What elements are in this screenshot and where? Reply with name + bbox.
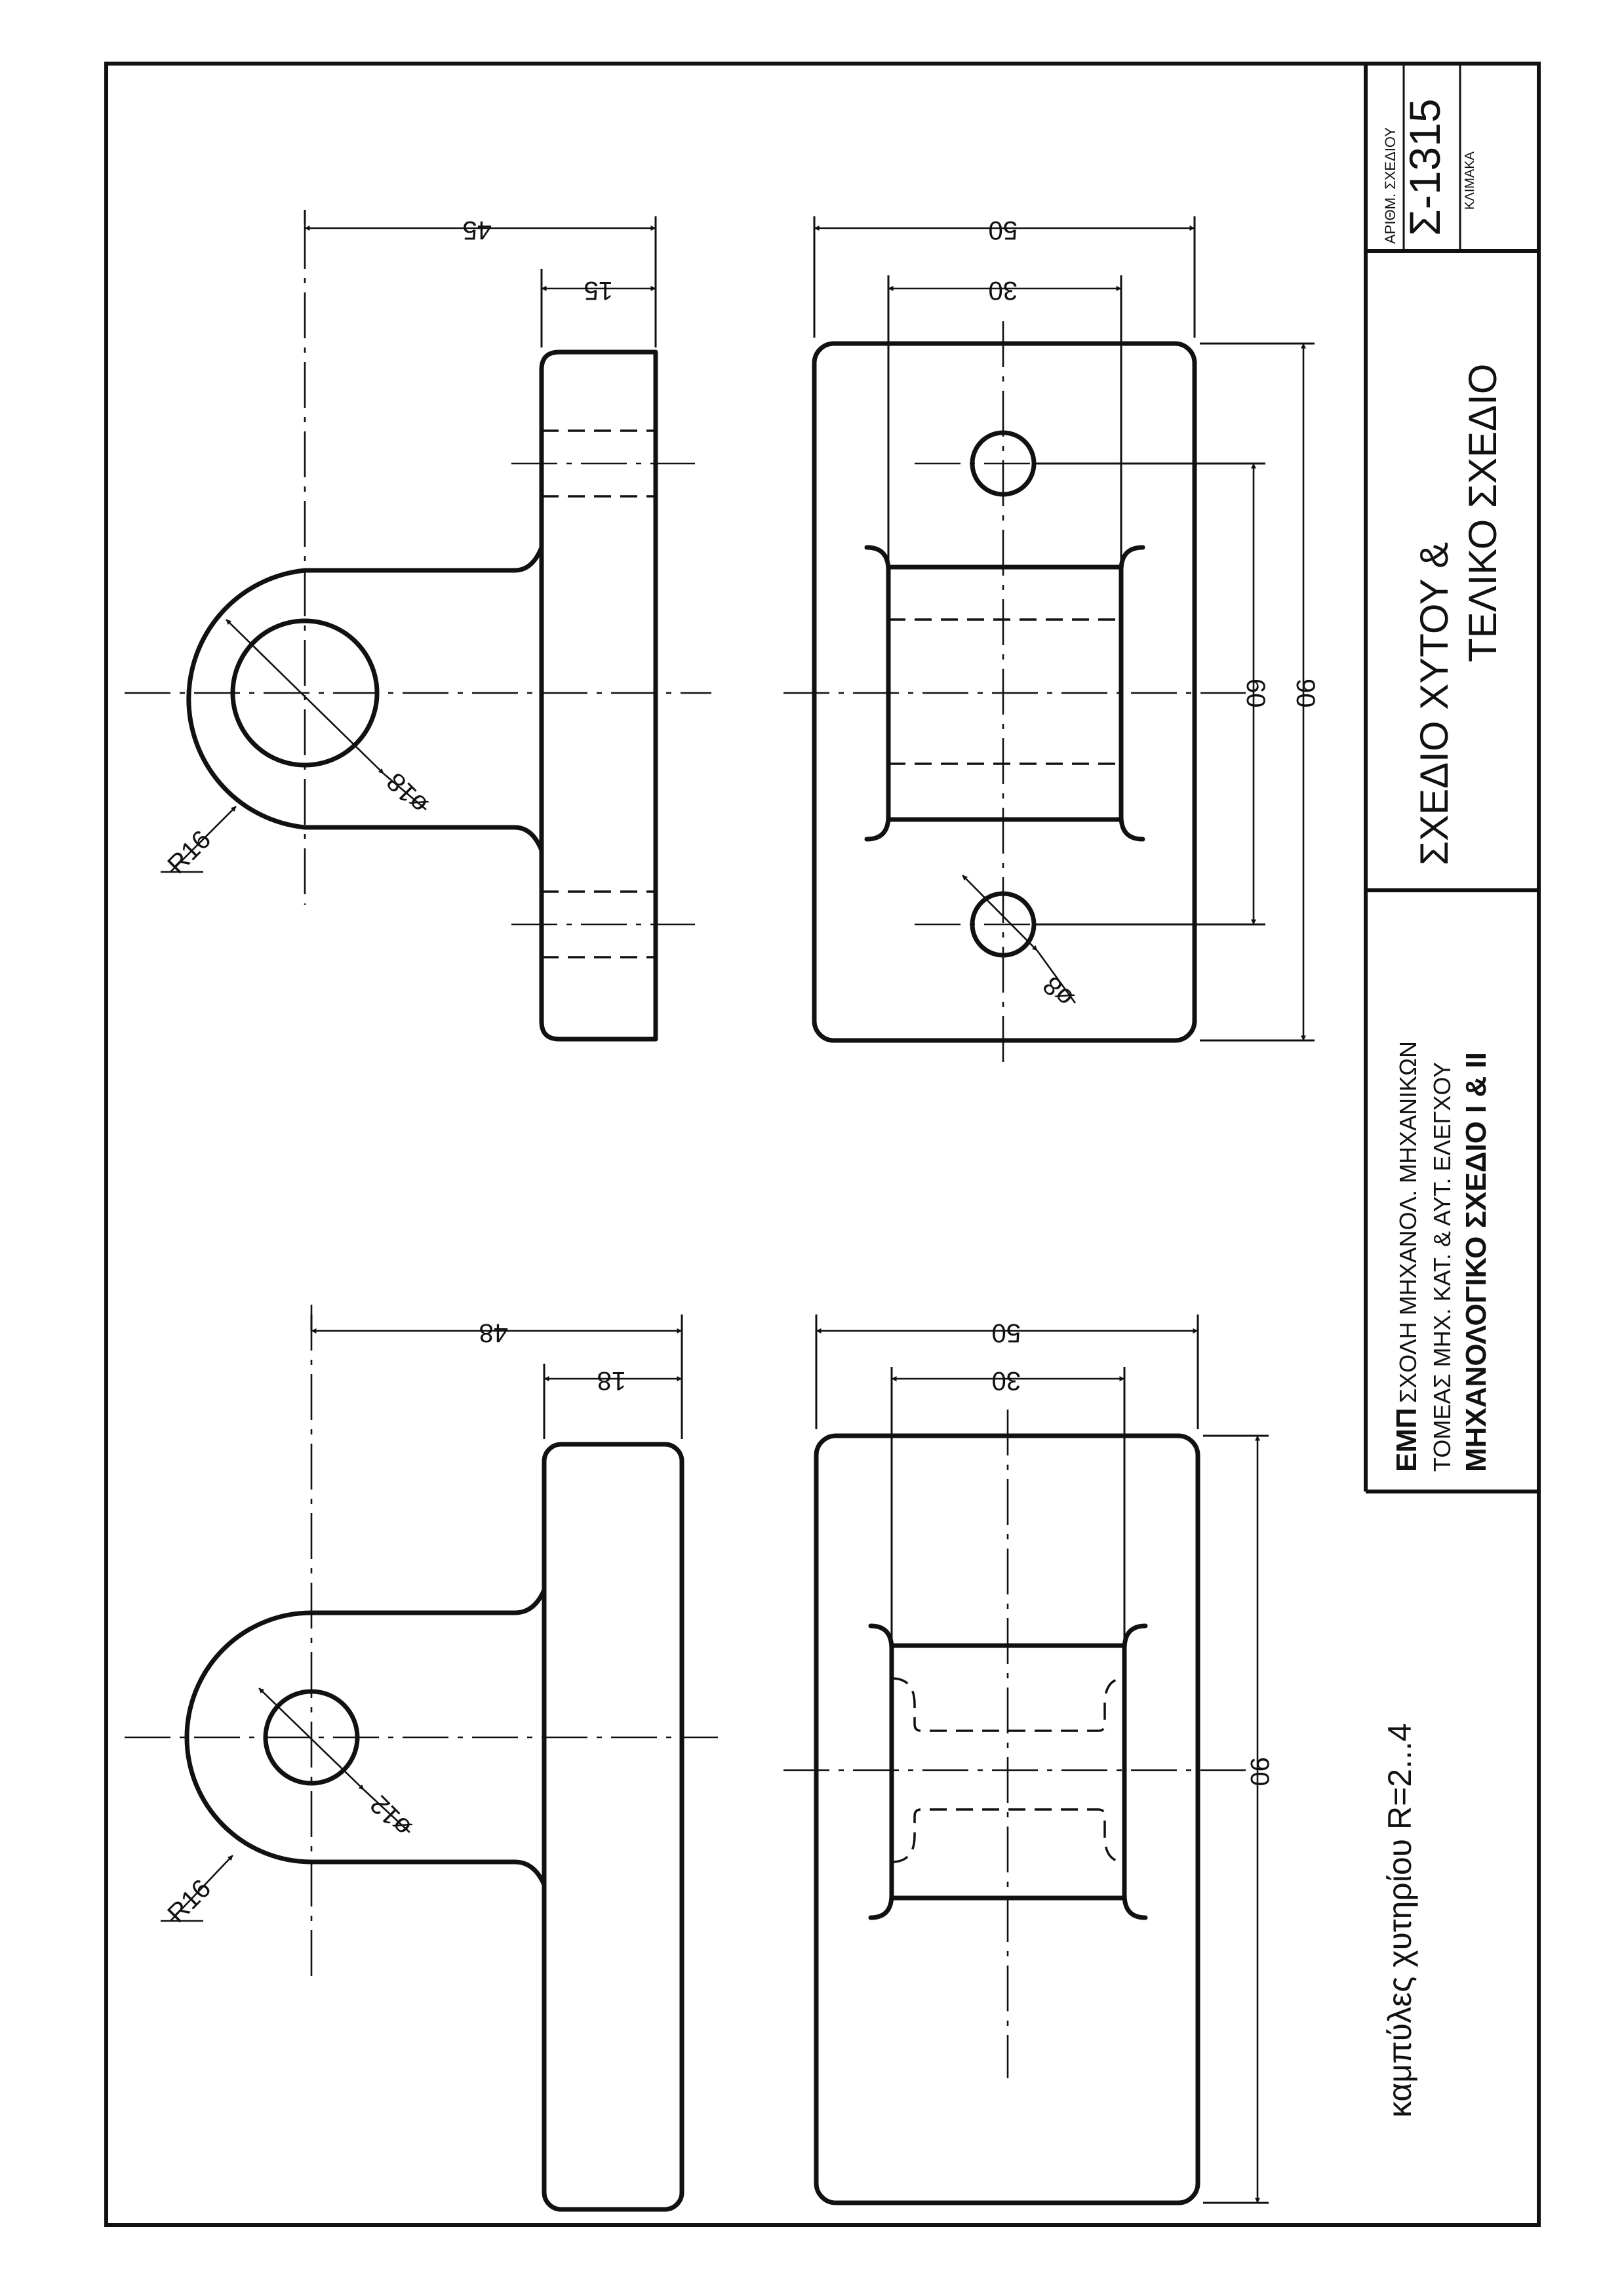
drawing-frame bbox=[104, 62, 1541, 2227]
course-name: ΜΗΧΑΝΟΛΟΓΙΚΟ ΣΧΕΔΙΟ Ι & ΙΙ bbox=[1460, 1052, 1492, 1472]
casting-fillet-note: καμπύλες χυτηρίου R=2...4 bbox=[1381, 1723, 1418, 2118]
title-block: ΑΡΙΘΜ. ΣΧΕΔΙΟΥ Σ-1315 ΚΛΙΜΑΚΑ ΣΧΕΔΙΟ ΧΥΤ… bbox=[1364, 64, 1539, 1493]
casting-dim-plate-thickness: 18 bbox=[597, 1366, 627, 1395]
title-line-2: ΤΕΛΙΚΟ ΣΧΕΔΙΟ bbox=[1461, 364, 1505, 662]
casting-side-view: 48 18 R16 ø12 bbox=[125, 1305, 718, 2212]
drawing-number: Σ-1315 bbox=[1400, 98, 1449, 236]
final-side-view: 45 15 R16 ø18 bbox=[125, 210, 711, 1042]
institution-abbr: ΕΜΠ bbox=[1391, 1408, 1423, 1472]
casting-dim-total-width: 48 bbox=[479, 1318, 509, 1347]
scale-label: ΚΛΙΜΑΚΑ bbox=[1463, 151, 1477, 210]
drawing-number-label: ΑΡΙΘΜ. ΣΧΕΔΙΟΥ bbox=[1382, 127, 1398, 244]
final-dim-bore: ø18 bbox=[382, 767, 434, 820]
school-name: ΣΧΟΛΗ ΜΗΧΑΝΟΛ. ΜΗΧΑΝΙΚΩΝ bbox=[1395, 1041, 1421, 1403]
casting-dim-web: 30 bbox=[992, 1366, 1021, 1395]
final-side-outline bbox=[539, 349, 658, 1042]
casting-front-view: 50 30 90 bbox=[783, 1314, 1274, 2205]
title-line-1: ΣΧΕΔΙΟ ΧΥΤΟΥ & bbox=[1412, 542, 1456, 865]
final-dim-web: 30 bbox=[989, 276, 1018, 305]
final-dim-hole: ø8 bbox=[1037, 971, 1079, 1013]
final-dim-hole-spacing: 60 bbox=[1241, 679, 1270, 708]
department-name: ΤΟΜΕΑΣ ΜΗΧ. ΚΑΤ. & ΑΥΤ. ΕΛΕΓΧΟΥ bbox=[1429, 1062, 1456, 1472]
final-dim-width: 50 bbox=[989, 216, 1018, 245]
final-dim-plate-thickness: 15 bbox=[584, 276, 614, 305]
final-front-view: 50 30 60 90 ø8 bbox=[783, 216, 1320, 1069]
casting-dim-length: 90 bbox=[1245, 1757, 1274, 1787]
final-front-outline bbox=[812, 341, 1197, 1043]
final-lug-outline bbox=[186, 545, 544, 853]
final-dim-length: 90 bbox=[1291, 679, 1320, 708]
casting-plate-outline bbox=[542, 1442, 684, 2212]
casting-dim-width: 50 bbox=[992, 1318, 1021, 1347]
final-dim-total-width: 45 bbox=[463, 216, 492, 245]
